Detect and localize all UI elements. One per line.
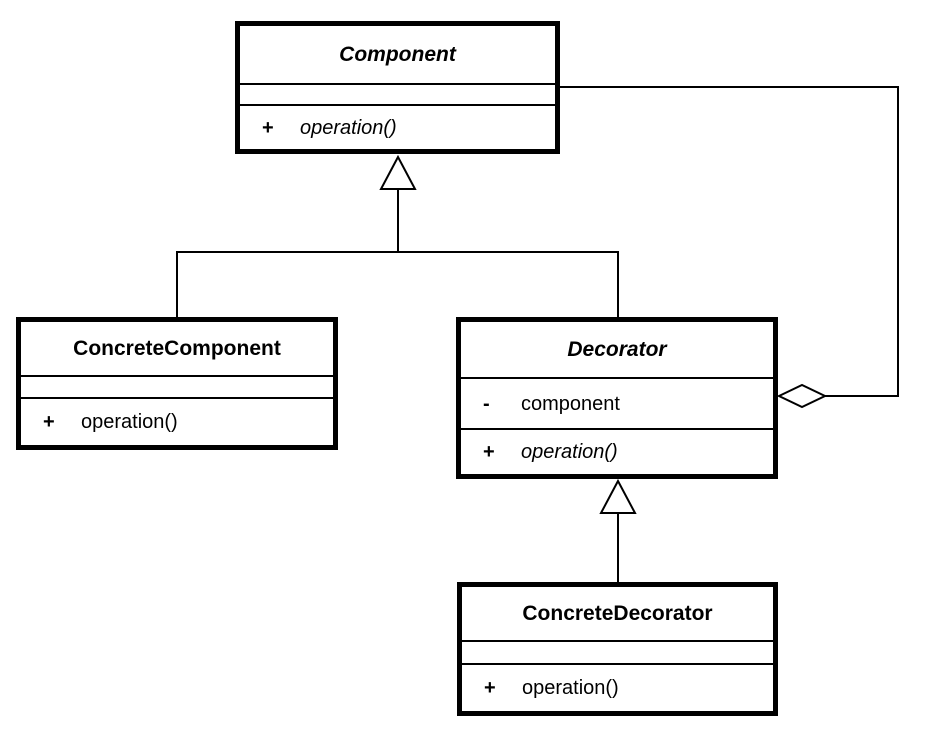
attribute-row: - component [461, 394, 773, 414]
inheritance-triangle-icon [599, 478, 637, 514]
attribute-name: component [521, 392, 620, 415]
attributes-section [462, 640, 773, 663]
class-box-concrete-component: ConcreteComponent + operation() [16, 317, 338, 450]
visibility-symbol: - [483, 392, 490, 415]
attributes-section [21, 375, 333, 397]
generalization-line-to-component [176, 188, 619, 318]
class-name: Decorator [567, 337, 667, 361]
aggregation-diamond-icon [776, 383, 828, 409]
method-signature: operation() [521, 441, 618, 463]
method-row: + operation() [240, 118, 555, 138]
visibility-symbol: + [483, 441, 495, 463]
attributes-section: - component [461, 377, 773, 428]
aggregation-line [560, 86, 899, 397]
class-name: Component [339, 42, 456, 66]
attributes-section [240, 83, 555, 104]
class-box-concrete-decorator: ConcreteDecorator + operation() [457, 582, 778, 716]
method-signature: operation() [300, 116, 397, 139]
method-row: + operation() [462, 678, 773, 698]
visibility-symbol: + [262, 116, 274, 139]
methods-section: + operation() [21, 397, 333, 445]
methods-section: + operation() [462, 663, 773, 711]
inheritance-triangle-icon [379, 154, 417, 190]
method-signature: operation() [522, 677, 619, 699]
method-row: + operation() [461, 442, 773, 462]
class-name: ConcreteDecorator [522, 601, 713, 625]
visibility-symbol: + [43, 411, 55, 433]
class-name: ConcreteComponent [73, 336, 281, 360]
class-box-decorator: Decorator - component + operation() [456, 317, 778, 479]
method-row: + operation() [21, 412, 333, 432]
class-box-component: Component + operation() [235, 21, 560, 154]
methods-section: + operation() [461, 428, 773, 474]
methods-section: + operation() [240, 104, 555, 149]
method-signature: operation() [81, 411, 178, 433]
visibility-symbol: + [484, 677, 496, 699]
